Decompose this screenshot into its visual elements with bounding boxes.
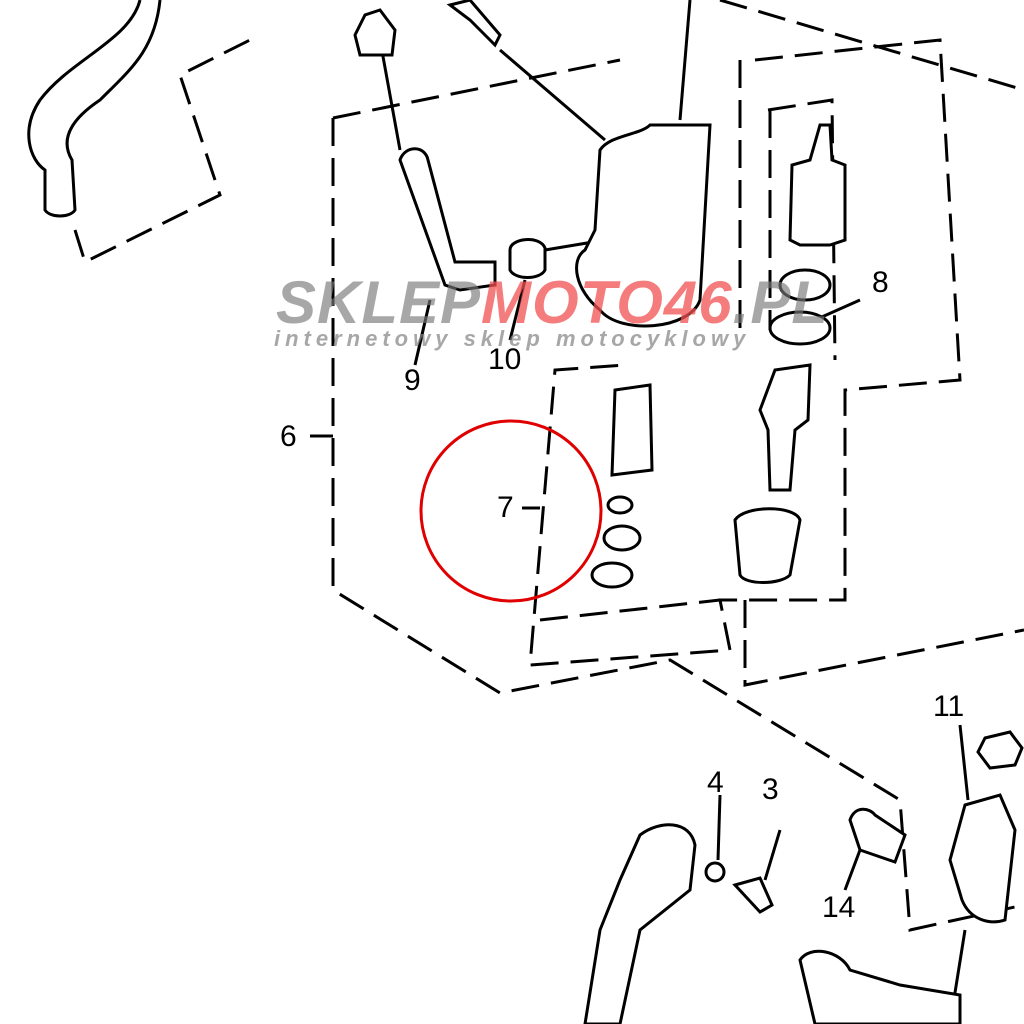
bolt-part-3 [732, 876, 774, 914]
callout-10: 10 [488, 343, 522, 376]
piston-part [758, 363, 812, 492]
watermark-brand-red: MOTO46 [481, 269, 733, 336]
circlip-part-8 [768, 310, 832, 346]
callout-8: 8 [872, 266, 889, 299]
callout-3: 3 [762, 773, 779, 806]
washer-part [606, 495, 634, 515]
cup-part [590, 561, 634, 589]
master-cylinder-body [575, 123, 712, 328]
pedal-shaft-part [798, 949, 962, 1024]
bolt-part [446, 0, 502, 48]
seal-part [602, 524, 642, 552]
brake-pedal-part [583, 823, 697, 1024]
callout-11: 11 [933, 690, 965, 723]
reservoir-cap-part [788, 123, 847, 247]
hose-part [27, 0, 162, 218]
diaphragm-part [778, 268, 832, 302]
callout-4: 4 [707, 766, 724, 799]
watermark-brand: SKLEPMOTO46.PL [276, 268, 829, 337]
dashed-group-boxes [73, 0, 1024, 932]
spring-part [610, 383, 654, 477]
part-outlines [27, 0, 1024, 1024]
watermark-tagline: internetowy sklep motocyklowy [274, 326, 751, 351]
grommet-10 [508, 238, 547, 279]
callout-7: 7 [497, 491, 514, 524]
callout-6: 6 [280, 420, 297, 453]
callout-14: 14 [822, 891, 856, 924]
highlight-circle [419, 419, 603, 603]
watermark-brand-grey: SKLEP [276, 269, 482, 336]
nut-part [976, 730, 1024, 770]
hose-fitting-9 [398, 147, 497, 292]
callout-9: 9 [404, 364, 421, 397]
watermark-brand-suffix: .PL [732, 269, 830, 336]
pin-part-14 [848, 807, 907, 864]
clevis-part-11 [948, 793, 1017, 924]
boot-part [733, 507, 802, 584]
clamp-part [353, 8, 397, 57]
washer-part-4 [704, 861, 726, 883]
